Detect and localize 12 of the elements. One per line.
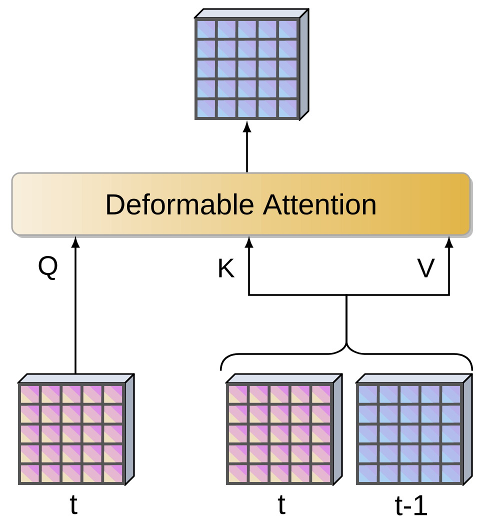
- edge-label: Q: [38, 256, 58, 280]
- attention-box: Deformable Attention: [11, 172, 473, 238]
- arrow: [243, 123, 251, 172]
- tensor-drawing: [194, 8, 310, 121]
- edge-label: K: [219, 258, 235, 278]
- arrow: [220, 238, 348, 371]
- edge-label: V: [417, 258, 435, 278]
- time-step-label: t-1: [395, 495, 428, 516]
- arrow: [72, 238, 80, 374]
- time-step-label: t: [278, 495, 286, 514]
- arrow: [346, 238, 474, 371]
- time-step-label: t: [70, 495, 78, 514]
